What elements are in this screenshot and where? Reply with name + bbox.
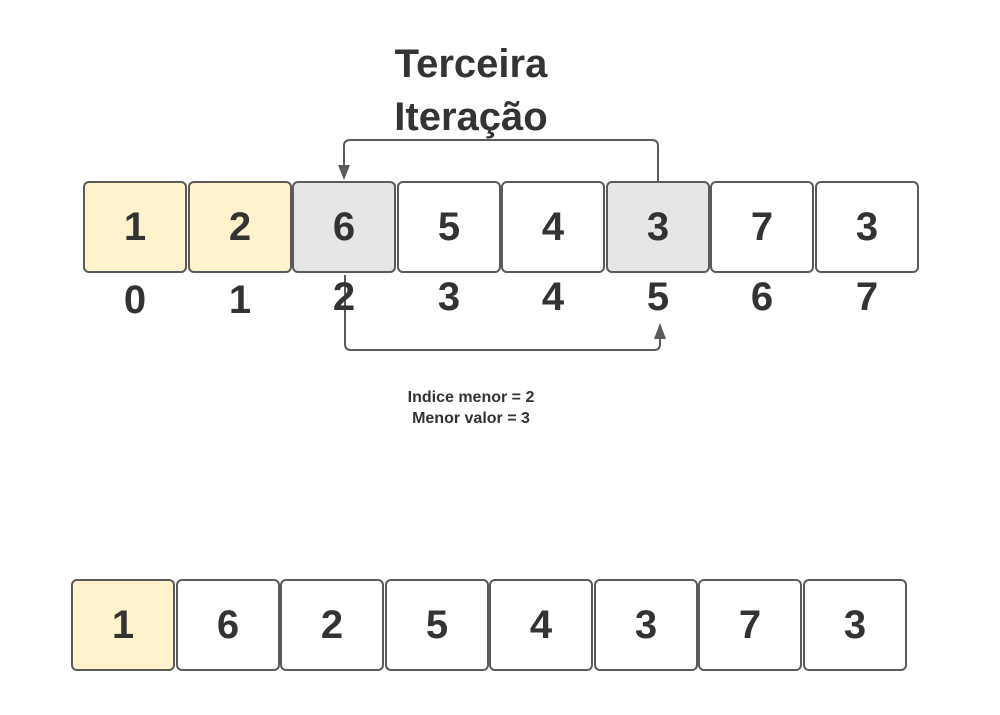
bottom-cell-7: 3 [803, 579, 907, 671]
bottom-cell-0: 1 [71, 579, 175, 671]
title-line-1: Terceira [394, 42, 548, 86]
top-cell-7: 3 [815, 181, 919, 273]
iteration-info: Indice menor = 2 Menor valor = 3 [371, 387, 571, 429]
top-cell-6: 7 [710, 181, 814, 273]
min-value-label: Menor valor = 3 [412, 410, 530, 427]
top-cell-2: 6 [292, 181, 396, 273]
diagram-title: Terceira Iteração [360, 38, 582, 144]
title-line-2: Iteração [394, 95, 548, 139]
min-index-label: Indice menor = 2 [407, 389, 535, 406]
top-cell-4: 4 [501, 181, 605, 273]
bottom-cell-1: 6 [176, 579, 280, 671]
bottom-cell-6: 7 [698, 579, 802, 671]
swap-arrow-bottom [344, 275, 661, 351]
bottom-cell-4: 4 [489, 579, 593, 671]
index-label-4: 4 [541, 275, 565, 319]
index-label-5: 5 [646, 275, 670, 319]
bottom-cell-2: 2 [280, 579, 384, 671]
bottom-cell-3: 5 [385, 579, 489, 671]
top-cell-3: 5 [397, 181, 501, 273]
swap-arrowhead-bottom [654, 323, 666, 339]
index-label-7: 7 [855, 275, 879, 319]
swap-arrowhead-top [338, 165, 350, 180]
top-cell-5: 3 [606, 181, 710, 273]
index-label-3: 3 [437, 275, 461, 319]
index-label-6: 6 [750, 275, 774, 319]
index-label-1: 1 [228, 278, 252, 322]
bottom-cell-5: 3 [594, 579, 698, 671]
top-cell-1: 2 [188, 181, 292, 273]
index-label-0: 0 [123, 278, 147, 322]
index-label-2: 2 [332, 275, 356, 319]
top-cell-0: 1 [83, 181, 187, 273]
swap-arrow-top [343, 139, 659, 182]
